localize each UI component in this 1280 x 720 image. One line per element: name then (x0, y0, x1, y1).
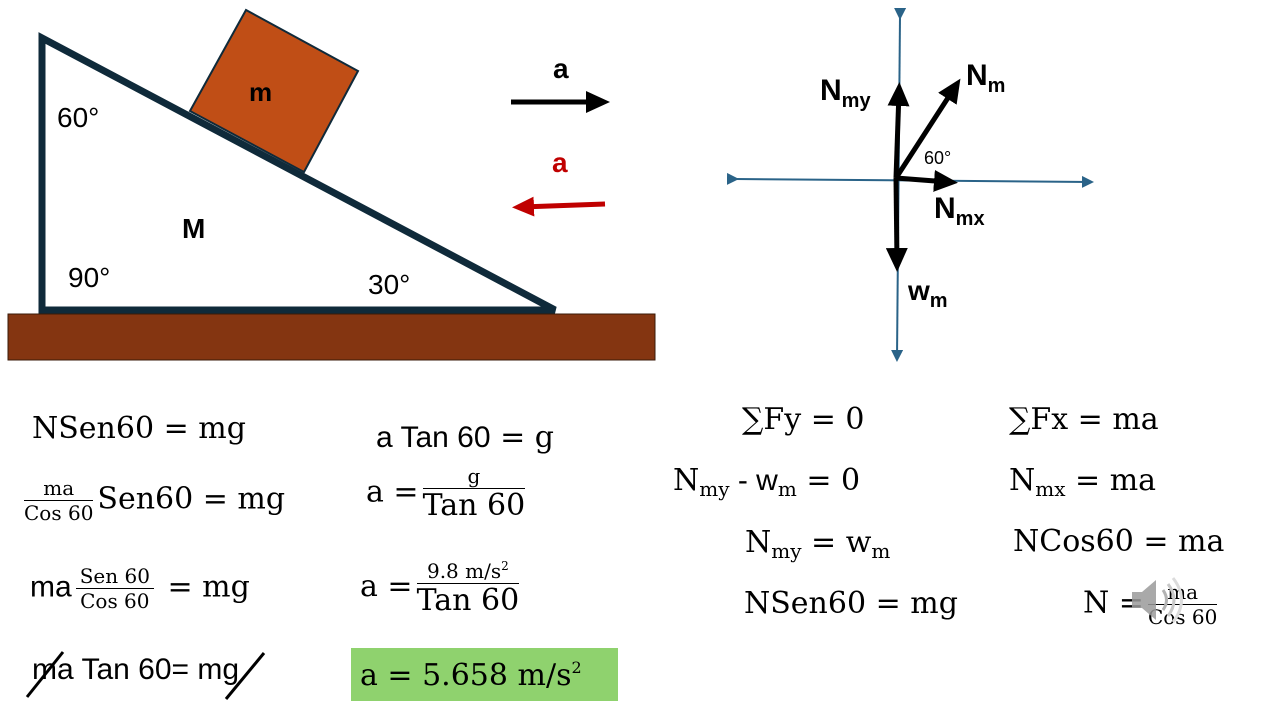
eq-ry-3-wsub: m (871, 539, 891, 563)
force-wm-arrow (885, 177, 908, 272)
eq-ry-3-mid: = w (801, 525, 872, 560)
eq-mid-2-pre: a = (366, 474, 419, 510)
angle-top-label: 60° (57, 102, 99, 133)
eq-mid-3-num-text: 9.8 m/s (426, 559, 502, 583)
angle-bottom-label: 30° (368, 269, 410, 300)
eq-left-2-fraction: ma Cos 60 (24, 478, 94, 525)
eq-mid-3-denominator: Tan 60 (416, 583, 520, 618)
eq-ry-2: Nmy - wm = 0 (673, 463, 861, 501)
eq-left-4-mid: Tan 60= (73, 653, 198, 686)
force-nm-label: Nm (966, 59, 1005, 97)
eq-result-main: a = 5.658 m/s (360, 658, 572, 693)
fbd-angle-label: 60° (924, 148, 951, 168)
eq-result: a = 5.658 m/s2 (360, 660, 582, 691)
eq-ry-2-mid: - w (729, 464, 778, 497)
eq-ry-2-n: N (673, 463, 700, 498)
eq-mid-3-numerator: 9.8 m/s2 (416, 559, 520, 584)
eq-left-2: ma Cos 60 Sen60 = mg (20, 478, 285, 523)
result-highlight-box (351, 648, 618, 701)
eq-mid-2-denominator: Tan 60 (422, 488, 526, 523)
eq-left-4: ma Tan 60= mg (32, 655, 239, 685)
eq-rx-2: Nmx = ma (1009, 463, 1157, 501)
ground (7, 313, 656, 361)
eq-left-3: ma Sen 60 Cos 60 = mg (30, 566, 250, 611)
speaker-icon-graphic (1132, 577, 1183, 623)
eq-rx-3: NCos60 = ma (1013, 524, 1225, 559)
eq-left-3-fraction: Sen 60 Cos 60 (75, 566, 154, 613)
wedge (38, 32, 557, 314)
eq-left-2-numerator: ma (24, 478, 94, 501)
force-nmx-arrow (895, 169, 958, 192)
eq-ry-4: NSen60 = mg (744, 586, 958, 621)
eq-mid-3-num-sup: 2 (501, 559, 509, 573)
eq-left-3-numerator: Sen 60 (75, 566, 154, 589)
eq-left-1: NSen60 = mg (32, 411, 246, 446)
eq-ry-2-wsub: m (777, 477, 797, 501)
block (188, 8, 360, 174)
eq-mid-3-pre: a = (360, 569, 413, 604)
wedge-label: M (182, 213, 205, 244)
eq-left-4-ma: ma (32, 653, 74, 686)
eq-result-sup: 2 (571, 658, 582, 677)
force-nmx-label: Nmx (934, 192, 985, 230)
force-nmy-arrow (887, 82, 910, 179)
eq-left-2-rest: Sen60 = mg (97, 481, 286, 517)
eq-mid-2-numerator: g (422, 466, 526, 489)
eq-mid-3-fraction: 9.8 m/s2 Tan 60 (416, 559, 520, 618)
eq-ry-1: ∑Fy = 0 (742, 402, 865, 437)
eq-ry-2-rest: = 0 (796, 463, 861, 498)
eq-mid-1: a Tan 60 = g (376, 423, 554, 453)
force-wm-label: wm (907, 275, 948, 312)
eq-rx-2-nsub: mx (1035, 477, 1066, 501)
eq-rx-2-rest: = ma (1065, 463, 1157, 498)
eq-ry-3-n: N (745, 525, 772, 560)
eq-mid-1-pre: a Tan 60 (376, 421, 491, 454)
eq-mid-2: a = g Tan 60 (366, 466, 529, 521)
eq-ry-3-nsub: my (771, 539, 802, 563)
angle-right-label: 90° (68, 262, 110, 293)
eq-left-4-mg: mg (197, 653, 240, 686)
eq-ry-2-nsub: my (699, 477, 730, 501)
force-nmy-label: Nmy (820, 74, 871, 112)
eq-left-2-denominator: Cos 60 (24, 501, 94, 525)
eq-ry-3: Nmy = wm (745, 525, 891, 563)
eq-mid-1-rest: = g (490, 420, 554, 455)
eq-rx-4-denominator: Cos 60 (1147, 605, 1218, 629)
force-nm-arrow (893, 78, 961, 180)
eq-mid-2-fraction: g Tan 60 (422, 466, 526, 523)
accel-arrow-red (512, 196, 606, 217)
accel-label-black: a (553, 53, 569, 84)
eq-rx-2-n: N (1009, 463, 1036, 498)
eq-left-3-denominator: Cos 60 (80, 589, 150, 613)
eq-rx-1: ∑Fx = ma (1009, 402, 1159, 437)
speaker-icon[interactable] (1128, 572, 1188, 633)
accel-label-red: a (552, 147, 568, 178)
eq-left-3-pre: ma (30, 570, 72, 604)
eq-left-3-rest: = mg (167, 569, 250, 605)
block-label: m (249, 77, 272, 107)
eq-mid-3: a = 9.8 m/s2 Tan 60 (360, 560, 523, 616)
